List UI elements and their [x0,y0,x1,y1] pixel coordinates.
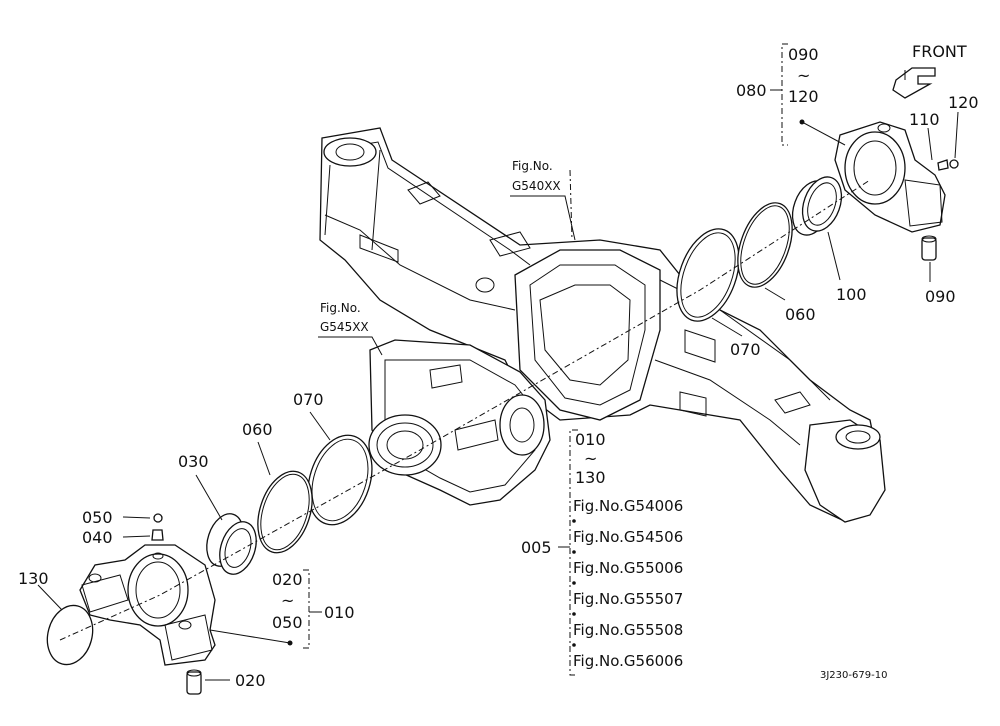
label-060-right: 060 [785,305,816,324]
left-bearing-holder [79,544,216,666]
group-080-id: 080 [736,81,767,100]
fig-ref-mid-line1: Fig.No. [320,301,361,315]
axle-housing [319,127,886,523]
fig-ref-mid-line2: G545XX [320,320,369,334]
group-005-from: 010 [575,430,606,449]
footer-code: 3J230-679-10 [820,670,887,681]
right-bearing-holder [834,121,946,233]
label-040: 040 [82,528,113,547]
group-005-fig-1: Fig.No.G54006 [573,497,683,515]
label-060-left: 060 [242,420,273,439]
group-005 [558,429,578,676]
group-005-fig-6: Fig.No.G56006 [573,652,683,670]
label-070-left: 070 [293,390,324,409]
front-arrow-icon [892,67,936,99]
group-005-fig-4: Fig.No.G55507 [573,590,683,608]
fig-ref-top-leader [510,195,576,241]
group-005-fig-3: Fig.No.G55006 [573,559,683,577]
seals-and-rings [46,176,843,666]
label-020: 020 [235,671,266,690]
group-005-tilde: ~ [584,449,597,468]
group-010-id: 010 [324,603,355,622]
small-parts [151,159,959,695]
group-080-tilde: ~ [797,66,810,85]
front-label: FRONT [912,42,967,61]
group-010-tilde: ~ [281,591,294,610]
group-010 [209,569,322,649]
group-005-to: 130 [575,468,606,487]
group-080-to: 120 [788,87,819,106]
fig-ref-top-line2: G540XX [512,179,561,193]
fig-ref-top-line1: Fig.No. [512,159,553,173]
label-100: 100 [836,285,867,304]
group-005-fig-2: Fig.No.G54506 [573,528,683,546]
label-030: 030 [178,452,209,471]
group-010-from: 020 [272,570,303,589]
label-070-right: 070 [730,340,761,359]
label-050: 050 [82,508,113,527]
group-005-id: 005 [521,538,552,557]
gear-case [368,339,551,506]
group-080 [770,43,846,146]
group-005-fig-5: Fig.No.G55508 [573,621,683,639]
group-080-from: 090 [788,45,819,64]
leader-lines [37,111,959,681]
label-130: 130 [18,569,49,588]
axis-lines [59,169,871,641]
group-010-to: 050 [272,613,303,632]
label-110: 110 [909,110,940,129]
label-120: 120 [948,93,979,112]
label-090: 090 [925,287,956,306]
fig-ref-mid-leader [318,336,383,356]
